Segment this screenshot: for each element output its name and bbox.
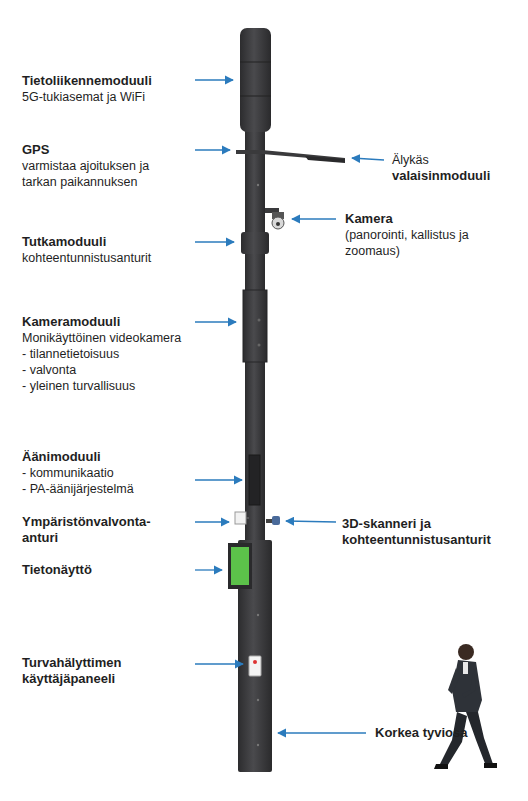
module-seam xyxy=(240,96,271,97)
module-title: valaisinmoduuli xyxy=(392,168,490,184)
lens-dot xyxy=(258,319,261,322)
display-frame xyxy=(228,543,252,589)
module-title: Turvahälyttimen käyttäjäpaneeli xyxy=(22,655,157,687)
camera-lens xyxy=(276,222,280,226)
sensor-mount xyxy=(246,518,249,519)
module-title: Kameramoduuli xyxy=(22,314,120,330)
module-desc: (panorointi, kallistus ja zoomaus) xyxy=(345,227,513,259)
module-desc: kohteentunnistusanturit xyxy=(22,250,151,266)
module-title: 3D-skanneri ja kohteentunnistusanturit xyxy=(342,516,524,548)
pole-dot xyxy=(257,184,259,186)
module-title: Kamera xyxy=(345,211,393,227)
module-title: Tietonäyttö xyxy=(22,562,92,578)
module-title: Ympäristönvalvonta-anturi xyxy=(22,514,162,546)
scanner-mount xyxy=(266,519,272,523)
module-title: Tutkamoduuli xyxy=(22,234,106,250)
person-figure xyxy=(434,644,497,769)
module-desc: 5G-tukiasemat ja WiFi xyxy=(22,89,145,105)
info-display xyxy=(231,547,249,585)
module-desc: Älykäs xyxy=(392,152,429,168)
module-title: Tietoliikennemoduuli xyxy=(22,73,152,89)
pole-dot xyxy=(257,699,259,701)
lens-dot xyxy=(258,344,261,347)
leader-lines xyxy=(195,80,384,733)
module-title: Korkea tyviosa xyxy=(375,725,468,741)
module-title: GPS xyxy=(22,142,49,158)
module-desc: Monikäyttöinen videokamera xyxy=(22,330,181,346)
camera-module xyxy=(243,290,267,362)
audio-module xyxy=(249,455,260,505)
pole-dot xyxy=(257,614,259,616)
module-seam xyxy=(240,62,271,63)
environment-sensor xyxy=(235,512,246,524)
3d-scanner xyxy=(272,516,280,525)
list-item: - yleinen turvallisuus xyxy=(22,378,135,394)
pole-dot xyxy=(257,744,259,746)
list-item: - kommunikaatio xyxy=(22,465,114,481)
list-item: - PA-äänijärjestelmä xyxy=(22,481,134,497)
alarm-button xyxy=(253,660,257,664)
camera-dome xyxy=(272,217,284,229)
list-item: - valvonta xyxy=(22,362,76,378)
list-item: - tilannetietoisuus xyxy=(22,346,119,362)
radar-module xyxy=(241,232,269,254)
alarm-panel xyxy=(249,656,261,676)
module-desc: varmistaa ajoituksen ja tarkan paikannuk… xyxy=(22,158,172,190)
luminaire xyxy=(305,156,345,163)
telecom-module xyxy=(240,28,271,132)
module-title: Äänimoduuli xyxy=(22,449,101,465)
